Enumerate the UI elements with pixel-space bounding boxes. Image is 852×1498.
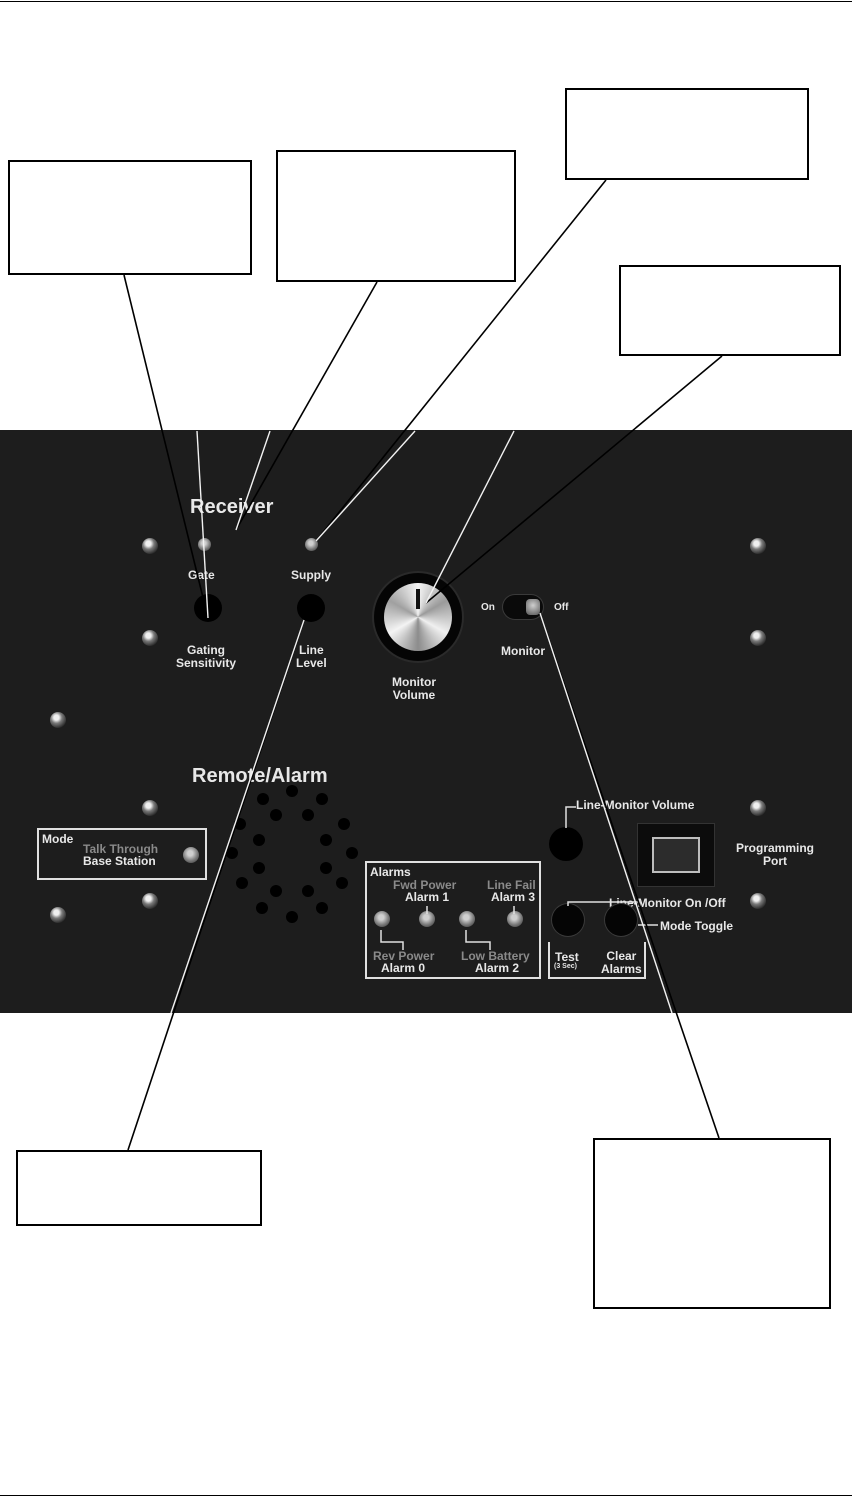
speaker-hole	[226, 847, 238, 859]
rj-jack	[652, 837, 700, 873]
screw	[750, 630, 766, 646]
programming-port[interactable]	[638, 824, 714, 886]
alarm3-led	[507, 911, 523, 927]
test-label: Test	[555, 950, 579, 964]
line-level-adjust[interactable]	[297, 594, 325, 622]
callout-box-line-monitor-onoff	[593, 1138, 831, 1309]
speaker-hole	[338, 818, 350, 830]
callout-box-line-level	[16, 1150, 262, 1226]
alarms-box: Alarms Fwd Power Alarm 1 Line Fail Alarm…	[365, 861, 541, 979]
clear-alarms-label: Clear Alarms	[601, 949, 642, 976]
screw	[750, 538, 766, 554]
alarm2-label: Alarm 2	[475, 961, 520, 975]
screw	[142, 630, 158, 646]
mode-title: Mode	[42, 832, 74, 846]
base-station-label: Base Station	[83, 854, 156, 868]
line-fail-label: Line Fail	[487, 878, 536, 892]
speaker-hole	[257, 793, 269, 805]
clear-alarms-button[interactable]	[605, 904, 637, 936]
monitor-label: Monitor	[501, 644, 545, 658]
speaker-hole	[270, 885, 282, 897]
mode-box: Mode Talk Through Base Station	[37, 828, 207, 880]
speaker-hole	[316, 902, 328, 914]
test-button[interactable]	[552, 904, 584, 936]
speaker-hole	[320, 862, 332, 874]
speaker-hole	[302, 809, 314, 821]
line-monitor-volume-adjust[interactable]	[549, 827, 583, 861]
line-level-label: Line Level	[296, 643, 327, 670]
line-monitor-volume-label: Line-Monitor Volume	[576, 798, 695, 812]
speaker-hole	[286, 911, 298, 923]
monitor-volume-knob[interactable]	[374, 573, 462, 661]
speaker-hole	[256, 902, 268, 914]
alarm0-led	[374, 911, 390, 927]
alarm2-led	[459, 911, 475, 927]
receiver-title: Receiver	[190, 496, 274, 518]
screw	[750, 893, 766, 909]
speaker-hole	[234, 818, 246, 830]
speaker-hole	[336, 877, 348, 889]
monitor-volume-label: Monitor Volume	[392, 675, 436, 702]
speaker-grille	[226, 785, 358, 925]
speaker-hole	[236, 877, 248, 889]
gate-led	[198, 538, 211, 551]
callout-box-gating-sensitivity	[8, 160, 252, 275]
alarm3-label: Alarm 3	[491, 890, 536, 904]
mode-led	[183, 847, 199, 863]
screw	[142, 800, 158, 816]
top-rule	[0, 1, 852, 2]
speaker-hole	[320, 834, 332, 846]
supply-led	[305, 538, 318, 551]
test-sublabel: (3 Sec)	[554, 963, 577, 970]
callout-box-supply	[276, 150, 516, 282]
screw	[50, 712, 66, 728]
screw	[142, 538, 158, 554]
speaker-hole	[270, 809, 282, 821]
screw	[142, 893, 158, 909]
switch-lever	[526, 599, 540, 615]
speaker-hole	[346, 847, 358, 859]
switch-off-label: Off	[554, 602, 569, 613]
switch-on-label: On	[481, 602, 495, 613]
alarm1-led	[419, 911, 435, 927]
gating-sensitivity-label: Gating Sensitivity	[176, 643, 237, 670]
mode-toggle-label: Mode Toggle	[660, 919, 734, 933]
bottom-rule	[0, 1495, 852, 1496]
callout-box-monitor-volume	[565, 88, 809, 180]
rev-power-label: Rev Power	[373, 949, 435, 963]
programming-port-label: Programming Port	[736, 841, 815, 868]
speaker-hole	[286, 785, 298, 797]
alarm1-label: Alarm 1	[405, 890, 450, 904]
supply-label: Supply	[291, 568, 332, 582]
alarm0-label: Alarm 0	[381, 961, 426, 975]
knob-indicator	[416, 589, 420, 609]
speaker-hole	[302, 885, 314, 897]
monitor-toggle-switch[interactable]	[503, 595, 543, 619]
callout-box-monitor-switch	[619, 265, 841, 356]
front-panel: Receiver Gate Supply Gating Sensitivity …	[0, 430, 852, 1013]
alarms-title: Alarms	[370, 865, 411, 879]
screw	[50, 907, 66, 923]
fwd-power-label: Fwd Power	[393, 878, 457, 892]
gate-label: Gate	[188, 568, 215, 582]
speaker-hole	[316, 793, 328, 805]
speaker-hole	[253, 862, 265, 874]
low-battery-label: Low Battery	[461, 949, 530, 963]
gating-sensitivity-adjust[interactable]	[194, 594, 222, 622]
screw	[750, 800, 766, 816]
speaker-hole	[253, 834, 265, 846]
